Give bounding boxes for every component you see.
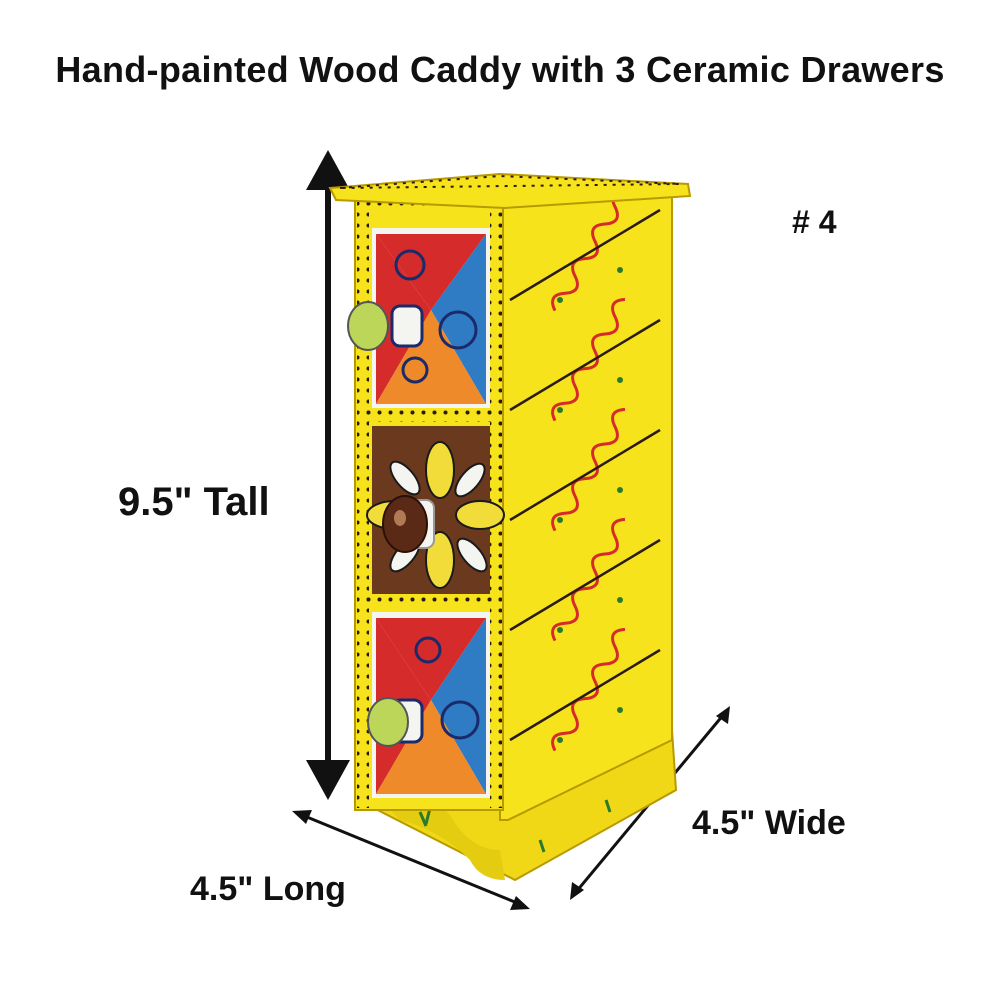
height-label: 9.5" Tall [118, 480, 270, 524]
variant-label: # 4 [792, 204, 837, 240]
knob-bottom [367, 697, 424, 747]
page-title: Hand-painted Wood Caddy with 3 Ceramic D… [55, 49, 945, 90]
height-arrow [306, 150, 350, 800]
knob-top [347, 301, 424, 351]
length-arrow [292, 810, 530, 910]
width-label: 4.5" Wide [692, 804, 846, 842]
drawer-top [372, 228, 490, 408]
length-label: 4.5" Long [190, 870, 346, 908]
caddy [328, 172, 692, 882]
caddy-side-panel [499, 187, 673, 821]
knob-middle [382, 495, 435, 553]
caddy-lid [328, 172, 692, 210]
